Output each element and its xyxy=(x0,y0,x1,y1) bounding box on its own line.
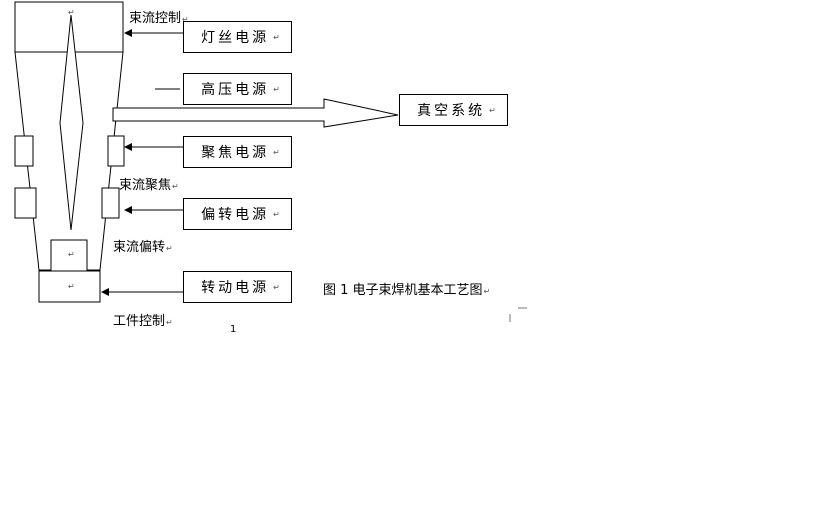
filament-power-box: 灯丝电源 ↵ xyxy=(183,21,292,53)
beam-focusing-label: 束流聚焦↵ xyxy=(119,174,179,193)
paragraph-mark: ↵ xyxy=(166,318,173,327)
paragraph-mark: ↵ xyxy=(273,282,280,292)
page-number: 1 xyxy=(230,324,237,335)
workpiece-table-mark: ↵ xyxy=(68,282,75,291)
gun-head-mark: ↵ xyxy=(68,8,75,17)
beam-current-control-text: 束流控制 xyxy=(129,11,182,26)
workpiece-control-label: 工件控制↵ xyxy=(113,310,173,329)
figure-caption: 图 1 电子束焊机基本工艺图↵ xyxy=(323,279,490,298)
beam-deflection-text: 束流偏转 xyxy=(113,240,166,255)
workpiece-upper-mark: ↵ xyxy=(68,250,75,259)
workpiece-control-text: 工件控制 xyxy=(113,314,166,329)
focusing-power-label: 聚焦电源 xyxy=(201,145,270,161)
workpiece-upper xyxy=(50,239,88,272)
deflection-power-box: 偏转电源 ↵ xyxy=(183,198,292,230)
focus-coil-right xyxy=(107,135,125,167)
paragraph-mark: ↵ xyxy=(273,84,280,94)
focus-coil-left xyxy=(14,135,34,167)
beam-current-control-label: 束流控制↵ xyxy=(129,7,189,26)
rotation-power-label: 转动电源 xyxy=(201,280,270,296)
paragraph-mark: ↵ xyxy=(489,105,496,115)
workpiece-table xyxy=(38,270,101,303)
vacuum-arrow xyxy=(112,98,399,128)
paragraph-mark: ↵ xyxy=(483,287,491,296)
paragraph-mark: ↵ xyxy=(273,32,280,42)
beam-focusing-text: 束流聚焦 xyxy=(119,178,172,193)
electron-beam xyxy=(59,14,84,231)
high-voltage-power-box: 高压电源 ↵ xyxy=(183,73,292,105)
paragraph-mark: ↵ xyxy=(273,147,280,157)
paragraph-mark: ↵ xyxy=(172,182,179,191)
deflection-coil-left xyxy=(14,187,37,219)
paragraph-mark: ↵ xyxy=(182,15,189,24)
vacuum-system-box: 真空系统 ↵ xyxy=(399,94,508,126)
focusing-power-box: 聚焦电源 ↵ xyxy=(183,136,292,168)
rotation-power-box: 转动电源 ↵ xyxy=(183,271,292,303)
deflection-coil-right xyxy=(101,187,120,219)
filament-power-label: 灯丝电源 xyxy=(201,30,270,46)
high-voltage-power-label: 高压电源 xyxy=(201,82,270,98)
vacuum-system-label: 真空系统 xyxy=(417,103,486,119)
beam-deflection-label: 束流偏转↵ xyxy=(113,236,173,255)
paragraph-mark: ↵ xyxy=(166,244,173,253)
figure-caption-text: 图 1 电子束焊机基本工艺图 xyxy=(323,283,483,298)
paragraph-mark: ↵ xyxy=(273,209,280,219)
deflection-power-label: 偏转电源 xyxy=(201,207,270,223)
